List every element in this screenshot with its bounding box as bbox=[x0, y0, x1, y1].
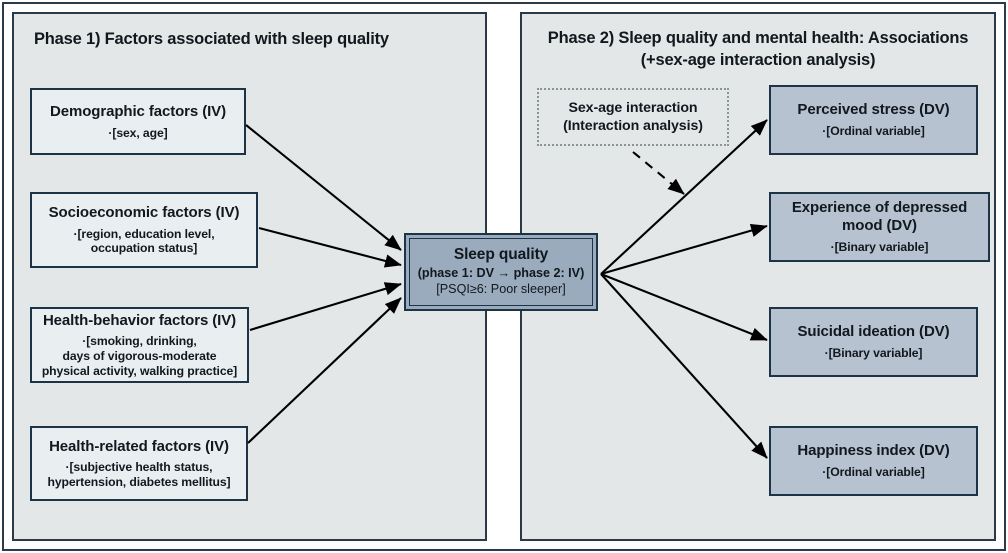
node-title: Suicidal ideation (DV) bbox=[797, 323, 950, 341]
sleep-quality-title: Sleep quality bbox=[453, 246, 549, 264]
phase2-title: Phase 2) Sleep quality and mental health… bbox=[547, 29, 969, 70]
node-subtitle: ·[sex, age] bbox=[108, 125, 168, 140]
node-subtitle: ·[subjective health status, hypertension… bbox=[47, 460, 231, 489]
node-title: Perceived stress (DV) bbox=[797, 101, 950, 119]
node-health-behavior-factors[interactable]: Health-behavior factors (IV) ·[smoking, … bbox=[30, 307, 249, 383]
sleep-quality-line3: [PSQI≥6: Poor sleeper] bbox=[436, 281, 566, 296]
node-demographic-factors[interactable]: Demographic factors (IV) ·[sex, age] bbox=[30, 88, 246, 155]
node-subtitle: ·[Ordinal variable] bbox=[822, 124, 925, 139]
node-subtitle: ·[Ordinal variable] bbox=[822, 465, 925, 480]
node-subtitle: ·[smoking, drinking, days of vigorous-mo… bbox=[41, 334, 238, 378]
node-title: Experience of depressed mood (DV) bbox=[791, 199, 968, 235]
phase1-title: Phase 1) Factors associated with sleep q… bbox=[34, 30, 389, 48]
node-subtitle: ·[region, education level, occupation st… bbox=[73, 226, 215, 256]
node-subtitle: ·[Binary variable] bbox=[830, 239, 929, 254]
node-suicidal-ideation[interactable]: Suicidal ideation (DV) ·[Binary variable… bbox=[769, 307, 978, 377]
node-title: Happiness index (DV) bbox=[797, 442, 950, 460]
sex-age-line1: Sex-age interaction bbox=[568, 99, 698, 116]
sleep-quality-line2: (phase 1: DV → phase 2: IV) bbox=[417, 265, 585, 280]
node-perceived-stress[interactable]: Perceived stress (DV) ·[Ordinal variable… bbox=[769, 85, 978, 155]
node-health-related-factors[interactable]: Health-related factors (IV) ·[subjective… bbox=[30, 426, 248, 501]
sex-age-line2: (Interaction analysis) bbox=[563, 118, 703, 134]
node-title: Health-related factors (IV) bbox=[49, 437, 229, 455]
node-title: Socioeconomic factors (IV) bbox=[48, 204, 240, 222]
node-socioeconomic-factors[interactable]: Socioeconomic factors (IV) ·[region, edu… bbox=[30, 192, 258, 268]
node-sex-age-interaction[interactable]: Sex-age interaction (Interaction analysi… bbox=[537, 88, 729, 146]
node-sleep-quality[interactable]: Sleep quality (phase 1: DV → phase 2: IV… bbox=[404, 233, 598, 311]
node-experience-of-depressed-mood[interactable]: Experience of depressed mood (DV) ·[Bina… bbox=[769, 192, 990, 262]
node-title: Demographic factors (IV) bbox=[50, 102, 226, 120]
node-title: Health-behavior factors (IV) bbox=[42, 311, 237, 329]
sleep-quality-inner: Sleep quality (phase 1: DV → phase 2: IV… bbox=[409, 238, 593, 306]
node-happiness-index[interactable]: Happiness index (DV) ·[Ordinal variable] bbox=[769, 426, 978, 496]
node-subtitle: ·[Binary variable] bbox=[824, 346, 923, 361]
